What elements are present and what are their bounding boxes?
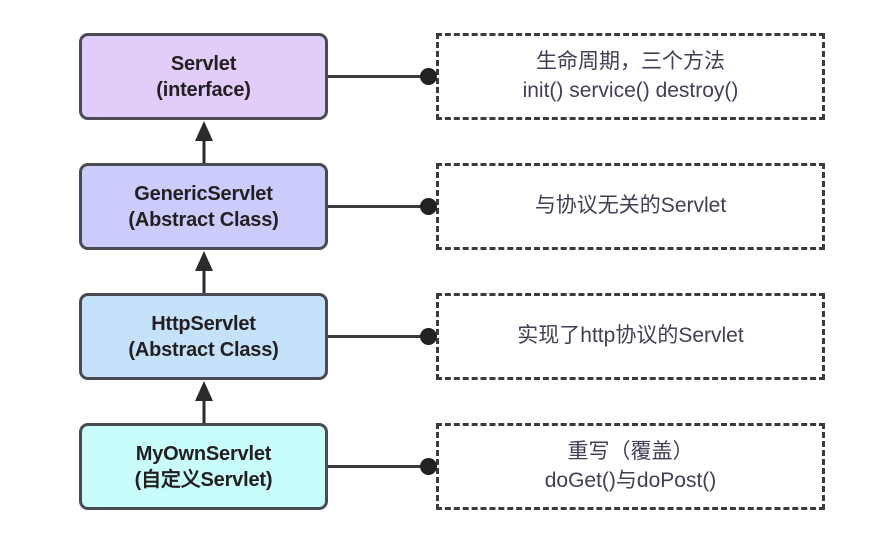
- node-http-servlet-stereotype: (Abstract Class): [128, 338, 279, 361]
- note-generic-servlet-line1: 与协议无关的Servlet: [534, 194, 727, 218]
- connector-dot-servlet: [420, 68, 437, 85]
- connector-line-http-servlet-note: [328, 335, 438, 338]
- note-servlet[interactable]: 生命周期，三个方法 init() service() destroy(): [436, 33, 825, 120]
- node-generic-servlet-name: GenericServlet: [134, 182, 273, 205]
- connector-line-servlet-note: [328, 75, 438, 78]
- inheritance-arrow-generic-to-servlet: [191, 119, 217, 165]
- note-generic-servlet[interactable]: 与协议无关的Servlet: [436, 163, 825, 250]
- note-servlet-line2: init() service() destroy(): [522, 78, 739, 102]
- connector-dot-http-servlet: [420, 328, 437, 345]
- arrow-up-icon: [195, 251, 213, 295]
- node-servlet[interactable]: Servlet (interface): [79, 33, 328, 120]
- note-http-servlet-line1: 实现了http协议的Servlet: [517, 324, 744, 348]
- connector-line-my-own-servlet-note: [328, 465, 438, 468]
- note-my-own-servlet[interactable]: 重写（覆盖） doGet()与doPost(): [436, 423, 825, 510]
- node-generic-servlet[interactable]: GenericServlet (Abstract Class): [79, 163, 328, 250]
- note-my-own-servlet-line2: doGet()与doPost(): [544, 468, 717, 492]
- node-generic-servlet-stereotype: (Abstract Class): [128, 208, 279, 231]
- arrow-up-icon: [195, 381, 213, 425]
- note-http-servlet[interactable]: 实现了http协议的Servlet: [436, 293, 825, 380]
- node-my-own-servlet[interactable]: MyOwnServlet (自定义Servlet): [79, 423, 328, 510]
- inheritance-arrow-http-to-generic: [191, 249, 217, 295]
- connector-line-generic-servlet-note: [328, 205, 438, 208]
- node-servlet-stereotype: (interface): [156, 78, 251, 101]
- node-http-servlet-name: HttpServlet: [151, 312, 256, 335]
- node-my-own-servlet-stereotype: (自定义Servlet): [134, 468, 273, 491]
- node-my-own-servlet-name: MyOwnServlet: [135, 442, 272, 465]
- inheritance-arrow-myown-to-http: [191, 379, 217, 425]
- node-http-servlet[interactable]: HttpServlet (Abstract Class): [79, 293, 328, 380]
- connector-dot-my-own-servlet: [420, 458, 437, 475]
- node-servlet-name: Servlet: [170, 52, 237, 75]
- arrow-up-icon: [195, 121, 213, 165]
- note-servlet-line1: 生命周期，三个方法: [536, 50, 725, 74]
- note-my-own-servlet-line1: 重写（覆盖）: [567, 440, 694, 464]
- connector-dot-generic-servlet: [420, 198, 437, 215]
